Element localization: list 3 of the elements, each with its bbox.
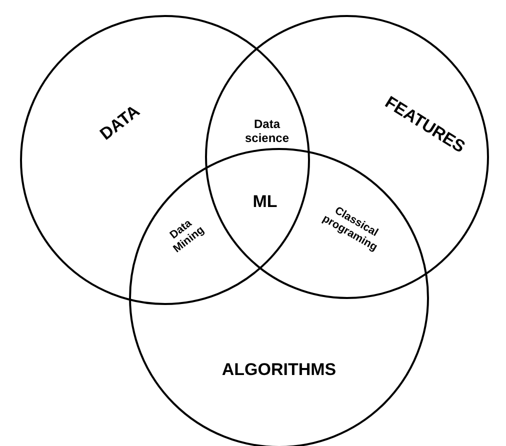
region-label: Data science [244, 118, 290, 146]
region-label: ML [252, 192, 278, 212]
set-title: ALGORITHMS [220, 360, 338, 380]
